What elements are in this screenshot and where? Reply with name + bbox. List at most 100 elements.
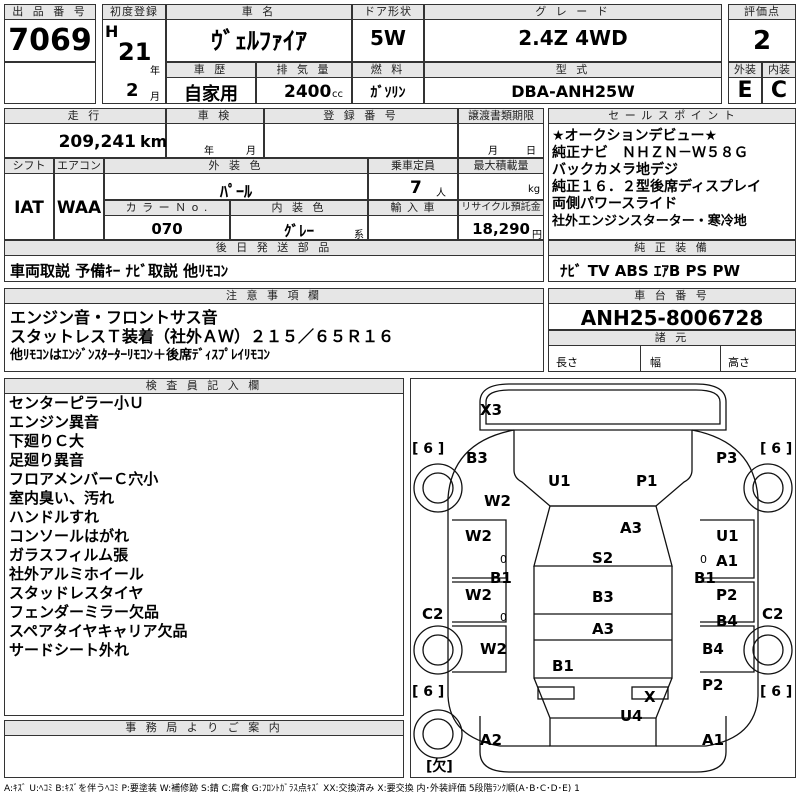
body-color: ﾊﾟｰﾙ <box>219 182 252 201</box>
chassis-number: ANH25-8006728 <box>580 306 764 330</box>
right-front-door <box>700 519 755 579</box>
history: 自家用 <box>184 84 238 105</box>
dims-label: 諸 元 <box>548 330 796 346</box>
later-parts-label: 後 日 発 送 部 品 <box>4 240 544 256</box>
color-label: 外 装 色 <box>104 158 368 174</box>
exterior-label: 外装 <box>728 62 762 78</box>
air-conditioner: WAA <box>56 198 102 218</box>
capacity: 7 <box>410 178 422 198</box>
damage-code: U4 <box>620 707 643 725</box>
front-bumper-inner <box>485 389 721 425</box>
inspection-month: 月 <box>246 146 256 157</box>
tire-rear-right-tread: [ 6 ] <box>760 684 792 700</box>
interior-label: 内装 <box>762 62 796 78</box>
displacement-unit: cc <box>332 89 343 100</box>
car-damage-diagram: X3 B3 U1 P1 P3 W2 A3 W2 U1 S2 A1 B1 B1 W… <box>412 383 793 775</box>
sales-points-list: ★オークションデビュー★ 純正ナビ ＮＨＺＮ－Ｗ５８Ｇ バックカメラ地デジ 純正… <box>552 128 796 230</box>
sales-point: 社外エンジンスターター・寒冷地 <box>552 214 747 229</box>
history-label: 車 歴 <box>166 62 256 78</box>
color-no-label: カ ラ ー Ｎ o . <box>104 200 230 216</box>
damage-code: U1 <box>716 527 739 545</box>
dims-divider <box>640 346 641 372</box>
interior-color-unit: 系 <box>354 230 364 241</box>
damage-code: A2 <box>480 731 502 749</box>
tailgate-outline <box>549 718 657 747</box>
inspector-item: コンソールはがれ <box>9 527 130 545</box>
damage-code: P2 <box>716 586 737 604</box>
inspector-item: ガラスフィルム張 <box>9 546 129 564</box>
tire-front-left <box>413 463 463 513</box>
inspector-cell <box>4 378 404 716</box>
inspection-label: 車 検 <box>166 108 264 124</box>
damage-code: W2 <box>480 640 507 658</box>
inspector-item: エンジン異音 <box>9 413 100 431</box>
height-label: 高さ <box>728 356 750 369</box>
model-label: 型 式 <box>424 62 722 78</box>
tire-front-left-inner <box>422 472 454 504</box>
grade: 2.4Z 4WD <box>518 26 628 50</box>
mileage: 209,241 <box>58 132 136 152</box>
month-unit: 月 <box>150 92 160 103</box>
spare-tire <box>413 709 463 759</box>
recycle-label: リサイクル預託金 <box>458 200 544 216</box>
inspector-label: 検 査 員 記 入 欄 <box>4 378 404 394</box>
plate-label: 登 録 番 号 <box>264 108 458 124</box>
damage-code: B3 <box>466 449 488 467</box>
damage-code: B1 <box>694 569 716 587</box>
damage-code: X <box>644 688 656 706</box>
recycle-deposit: 18,290 <box>472 220 530 238</box>
import-label: 輸 入 車 <box>368 200 458 216</box>
damage-code: U1 <box>548 472 571 490</box>
damage-code: C2 <box>422 605 443 623</box>
sales-points-cell <box>548 108 796 240</box>
car-name-label: 車 名 <box>166 4 352 20</box>
car-name: ｳﾞｪﾙﾌｧｲｱ <box>211 27 307 55</box>
rear-plate-right <box>631 686 669 700</box>
rear-bumper-outline <box>479 716 727 773</box>
inspector-item: 下廻りＣ大 <box>9 432 85 450</box>
left-front-door <box>452 519 507 579</box>
exterior-grade: E <box>737 78 753 103</box>
tire-front-right-tread: [ 6 ] <box>760 441 792 457</box>
interior-color-label: 内 装 色 <box>230 200 368 216</box>
hood-outline <box>513 430 693 507</box>
damage-code: B1 <box>490 569 512 587</box>
damage-code: W2 <box>465 527 492 545</box>
chassis-label: 車 台 番 号 <box>548 288 796 304</box>
door-type: 5W <box>370 26 406 50</box>
tire-front-right-inner <box>752 472 784 504</box>
displacement: 2400 <box>284 82 332 102</box>
color-number: 070 <box>151 220 183 238</box>
roof-outline <box>533 566 673 679</box>
reg-year: 21 <box>118 38 152 66</box>
damage-code: A1 <box>716 552 738 570</box>
year-unit: 年 <box>150 66 160 77</box>
damage-code: P1 <box>636 472 657 490</box>
damage-code: A3 <box>620 519 642 537</box>
inspector-item: 室内臭い、汚れ <box>9 489 115 507</box>
transfer-label: 譲渡書類期限 <box>458 108 544 124</box>
shift: IAT <box>14 198 44 218</box>
era: H <box>105 22 119 41</box>
lot-number: 7069 <box>8 23 92 58</box>
left-rear-door <box>452 581 507 623</box>
zero-mark: 0 <box>500 553 507 566</box>
fuel-label: 燃 料 <box>352 62 424 78</box>
inspection-year: 年 <box>204 146 214 157</box>
tire-rear-right-inner <box>752 634 784 666</box>
load-unit: kg <box>528 184 541 195</box>
inspector-item: フロアメンバーＣ穴小 <box>9 470 159 488</box>
right-quarter-window <box>700 625 755 673</box>
reg-month: 2 <box>126 80 139 101</box>
score: 2 <box>752 26 772 56</box>
inspector-list: センターピラー小Ｕ エンジン異音 下廻りＣ大 足廻り異音 フロアメンバーＣ穴小 … <box>9 394 399 660</box>
notes-label: 注 意 事 項 欄 <box>4 288 544 304</box>
capacity-unit: 人 <box>436 188 446 199</box>
damage-code: W2 <box>465 586 492 604</box>
right-rear-door <box>700 581 755 623</box>
damage-code: B4 <box>716 612 738 630</box>
interior-color: ｸﾞﾚｰ <box>283 222 314 240</box>
legend: A:ｷｽﾞ U:ﾍｺﾐ B:ｷｽﾞを伴うﾍｺﾐ P:要塗装 W:補修跡 S:錆 … <box>4 784 580 794</box>
tire-rear-left-tread: [ 6 ] <box>412 684 444 700</box>
equipment-label: 純 正 装 備 <box>548 240 796 256</box>
